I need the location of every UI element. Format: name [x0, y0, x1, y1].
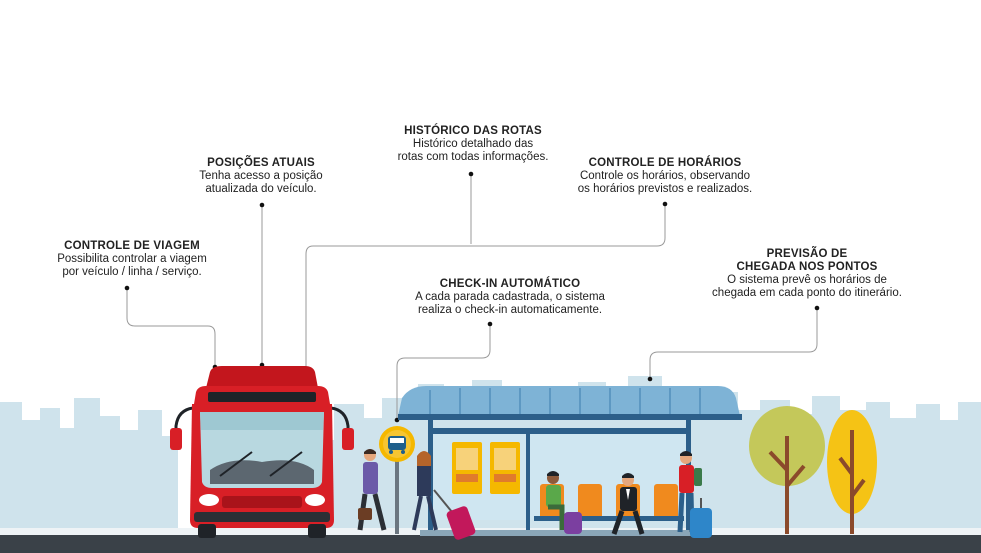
- feature-description-line: Tenha acesso a posição: [199, 170, 323, 182]
- bus-shelter: [398, 386, 742, 536]
- tree-green: [749, 406, 825, 534]
- person-sitting-businessman: [611, 473, 645, 535]
- feature-title: CHECK-IN AUTOMÁTICO: [439, 278, 581, 290]
- bus-stop-sign: [379, 426, 415, 534]
- feature-title: HISTÓRICO DAS ROTAS: [404, 125, 542, 137]
- feature-title-line: CHEGADA NOS PONTOS: [736, 261, 878, 273]
- feature-posicoes-atuais: POSIÇÕES ATUAIS Tenha acesso a posição a…: [166, 157, 356, 196]
- feature-controle-viagem: CONTROLE DE VIAGEM Possibilita controlar…: [28, 240, 236, 279]
- tree-yellow: [827, 410, 877, 534]
- feature-previsao-chegada: PREVISÃO DE CHEGADA NOS PONTOS O sistema…: [682, 248, 932, 300]
- feature-checkin-automatico: CHECK-IN AUTOMÁTICO A cada parada cadast…: [386, 278, 634, 317]
- person-sitting-with-phone: [546, 471, 582, 534]
- bus: [170, 366, 354, 538]
- road: [0, 535, 981, 553]
- feature-historico-rotas: HISTÓRICO DAS ROTAS Histórico detalhado …: [368, 125, 578, 164]
- feature-title: CONTROLE DE HORÁRIOS: [588, 157, 742, 169]
- feature-description-line: por veículo / linha / serviço.: [62, 266, 202, 278]
- feature-title: POSIÇÕES ATUAIS: [207, 157, 315, 169]
- person-standing-with-luggage: [677, 451, 712, 538]
- feature-description-line: O sistema prevê os horários de: [727, 274, 887, 286]
- feature-description-line: Controle os horários, observando: [579, 170, 751, 182]
- feature-description-line: atualizada do veículo.: [205, 183, 317, 195]
- feature-description-line: realiza o check-in automaticamente.: [417, 304, 603, 316]
- feature-description-line: A cada parada cadastrada, o sistema: [415, 291, 605, 303]
- feature-description-line: os horários previstos e realizados.: [577, 183, 753, 195]
- feature-controle-horarios: CONTROLE DE HORÁRIOS Controle os horário…: [552, 157, 778, 196]
- feature-description-line: rotas com todas informações.: [397, 151, 549, 163]
- feature-title: CONTROLE DE VIAGEM: [64, 240, 200, 252]
- person-woman-with-suitcase: [412, 451, 476, 540]
- person-businessman-walking: [357, 449, 387, 531]
- connector-lines: [126, 174, 818, 418]
- feature-description-line: Histórico detalhado das: [412, 138, 534, 150]
- feature-title-line: PREVISÃO DE: [766, 248, 848, 260]
- feature-description-line: Possibilita controlar a viagem: [57, 253, 207, 265]
- feature-description-line: chegada em cada ponto do itinerário.: [712, 287, 902, 299]
